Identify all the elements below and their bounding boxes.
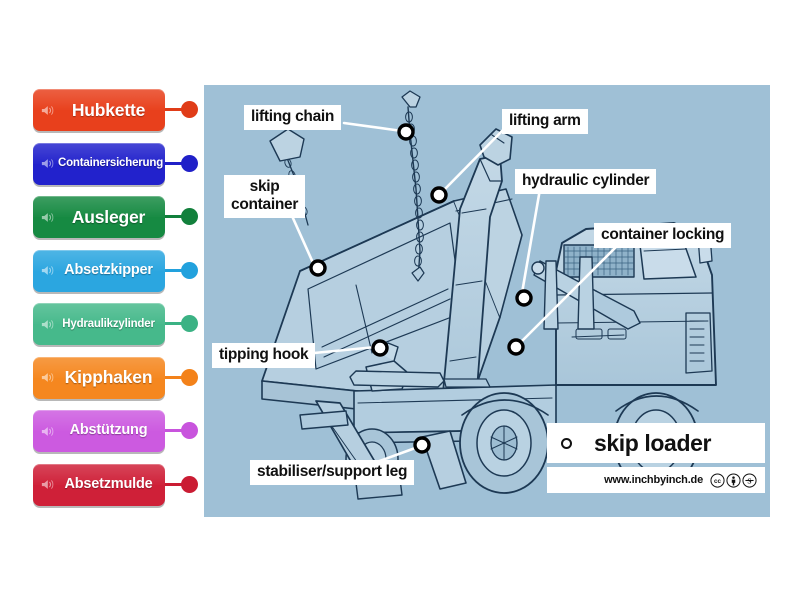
label-button-kipphaken[interactable]: Kipphaken [33, 356, 165, 399]
hollow-circle-marker-icon [561, 437, 572, 449]
label-button-text: Containersicherung [58, 157, 164, 170]
callout-label: stabiliser/support leg [250, 460, 415, 485]
legend-title-bar: skip loader [547, 423, 765, 463]
marker-rings [309, 123, 533, 454]
speaker-icon[interactable] [40, 370, 55, 385]
callout-label: container locking [594, 223, 732, 248]
label-button-absetzkipper[interactable]: Absetzkipper [33, 249, 165, 292]
label-button-row-6: Kipphaken [33, 356, 203, 400]
label-connector-line [165, 322, 187, 325]
label-connector-line [165, 482, 187, 486]
cc-nc-icon: S [742, 472, 757, 488]
cc-by-icon [726, 472, 741, 488]
label-button-absetzmulde[interactable]: Absetzmulde [33, 463, 165, 506]
skip-loader-illustration [261, 90, 717, 500]
label-drop-target-dot[interactable] [181, 261, 198, 279]
label-button-text: Kipphaken [64, 367, 153, 388]
credit-url-text: www.inchbyinch.de [604, 474, 703, 486]
callout-label: hydraulic cylinder [515, 169, 657, 194]
speaker-icon[interactable] [40, 317, 55, 332]
legend-title-text: skip loader [594, 429, 712, 456]
cc-icon: cc [710, 472, 725, 488]
label-connector-line [165, 161, 187, 165]
label-connector-line [165, 429, 187, 432]
speaker-icon[interactable] [40, 156, 55, 171]
label-button-text: Absetzkipper [64, 261, 153, 278]
svg-text:cc: cc [714, 478, 721, 485]
callout-label: tipping hook [212, 343, 316, 368]
label-button-row-2: Containersicherung [33, 142, 203, 186]
label-drop-target-dot[interactable] [181, 154, 198, 172]
label-button-hydraulikzylinder[interactable]: Hydraulikzylinder [33, 303, 165, 345]
label-button-ausleger[interactable]: Ausleger [33, 196, 165, 238]
legend-credit-bar: www.inchbyinch.de cc S [547, 467, 765, 493]
label-connector-line [165, 108, 187, 111]
label-button-row-5: Hydraulikzylinder [33, 302, 203, 346]
label-connector-line [165, 215, 187, 218]
label-drop-target-dot[interactable] [181, 368, 198, 386]
label-drop-target-dot[interactable] [181, 475, 198, 493]
label-connector-line [165, 268, 187, 272]
callout-label: skip container [224, 175, 306, 218]
label-drop-target-dot[interactable] [181, 422, 198, 439]
label-connector-line [165, 375, 187, 379]
label-button-text: Absetzmulde [64, 475, 153, 492]
speaker-icon[interactable] [40, 424, 55, 439]
callout-label: lifting arm [502, 109, 588, 134]
label-button-containersicherung[interactable]: Containersicherung [33, 142, 165, 185]
label-button-row-7: Abstützung [33, 409, 203, 453]
label-button-row-8: Absetzmulde [33, 463, 203, 507]
callout-label: lifting chain [244, 105, 342, 130]
label-drop-target-dot[interactable] [181, 315, 198, 332]
label-button-row-1: Hubkette [33, 88, 203, 132]
speaker-icon[interactable] [40, 263, 55, 278]
label-button-text: Abstützung [69, 422, 148, 439]
label-button-abst-tzung[interactable]: Abstützung [33, 410, 165, 452]
speaker-icon[interactable] [40, 103, 55, 118]
speaker-icon[interactable] [40, 477, 55, 492]
license-badges: cc S [710, 472, 757, 488]
speaker-icon[interactable] [40, 210, 55, 225]
label-button-hubkette[interactable]: Hubkette [33, 89, 165, 131]
illustration-panel: lifting chain lifting arm skip container hy… [204, 85, 770, 517]
label-button-row-4: Absetzkipper [33, 249, 203, 293]
label-drop-target-dot[interactable] [181, 101, 198, 118]
label-drop-target-dot[interactable] [181, 208, 198, 225]
label-button-text: Hydraulikzylinder [62, 317, 155, 330]
label-button-row-3: Ausleger [33, 195, 203, 239]
label-button-text: Ausleger [71, 206, 146, 227]
label-button-text: Hubkette [71, 99, 146, 120]
